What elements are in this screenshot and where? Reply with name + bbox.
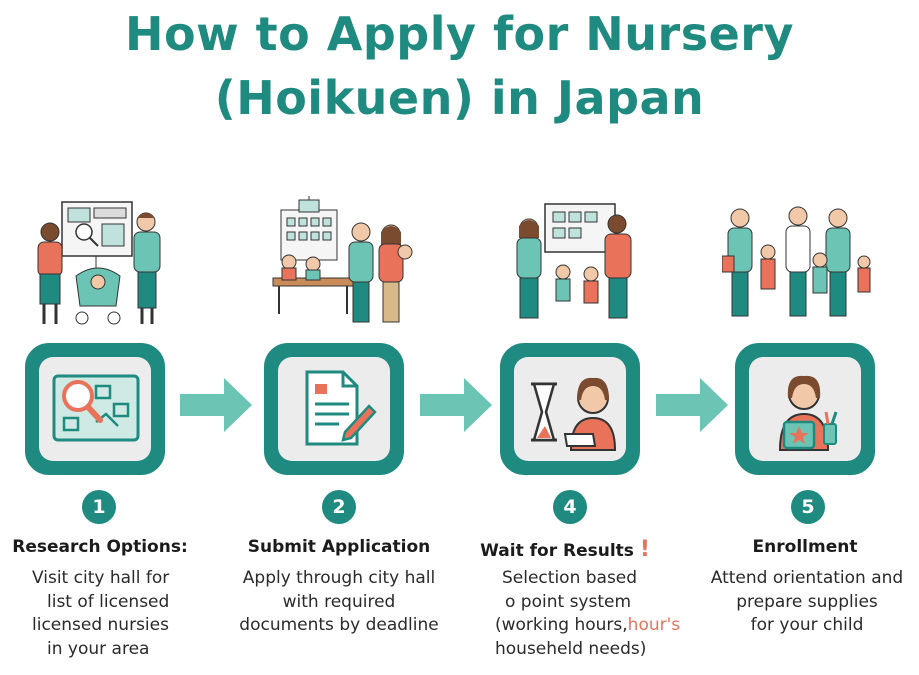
step-5-title: Enrollment [752, 537, 858, 557]
step-1-line: list of licensed [47, 591, 170, 612]
parents-at-map-illustration [37, 201, 161, 325]
step-1-line: licensed nursies [32, 615, 169, 635]
step-1-number-badge: 1 [82, 490, 116, 524]
step-1-line: in your area [47, 638, 150, 659]
step-2-number-badge: 2 [322, 490, 356, 524]
step-1-title: Research Options: [12, 537, 188, 557]
hourglass-waiting-icon [531, 377, 617, 451]
step-5-card [735, 343, 875, 475]
exclamation-mark: ! [639, 537, 650, 562]
step-5-number-badge: 5 [791, 490, 825, 524]
step-4-number-badge: 4 [553, 490, 587, 524]
title-line-2: (Hoikuen) in Japan [214, 71, 705, 125]
step-5-description: Attend orientation and prepare supplies … [692, 567, 919, 638]
step-5-line: prepare supplies [736, 591, 878, 612]
arrow-right-icon [656, 378, 728, 432]
step-4-title-row: Wait for Results ! [450, 537, 680, 562]
accent-word: hour's [627, 615, 681, 635]
step-4-line: o point system [505, 591, 632, 612]
step-4-line: househeld needs) [495, 638, 647, 659]
step-2-line: with required [282, 591, 396, 612]
arrow-right-icon [420, 378, 492, 432]
step-2-line: Apply through city hall [242, 568, 436, 588]
step-2-card [264, 343, 404, 475]
family-at-city-hall-illustration [272, 196, 413, 323]
map-search-icon [52, 374, 140, 442]
family-with-children-illustration [722, 206, 871, 317]
step-4-line: (working hours, [495, 615, 628, 635]
child-with-supplies-icon [778, 375, 838, 451]
step-4-title: Wait for Results [480, 541, 634, 561]
step-4-line: Selection based [502, 568, 638, 588]
step-2-line: documents by deadline [239, 615, 439, 635]
step-1-card [25, 343, 165, 475]
step-4-card [500, 343, 640, 475]
document-pen-icon [305, 370, 377, 446]
title-line-1: How to Apply for Nursery [125, 7, 794, 61]
step-4-description: Selection based o point system (working … [495, 567, 725, 661]
step-1-line: Visit city hall for [32, 568, 170, 588]
step-5-line: Attend orientation and [710, 568, 904, 588]
step-2-description: Apply through city hall with required do… [224, 567, 454, 638]
step-1-description: Visit city hall for list of licensed lic… [10, 567, 240, 661]
step-2-title: Submit Application [247, 537, 431, 557]
arrow-right-icon [180, 378, 252, 432]
step-4-line-with-accent: (working hours,hour's [495, 614, 725, 638]
family-at-board-illustration [516, 203, 632, 319]
step-5-line: for your child [750, 615, 864, 635]
